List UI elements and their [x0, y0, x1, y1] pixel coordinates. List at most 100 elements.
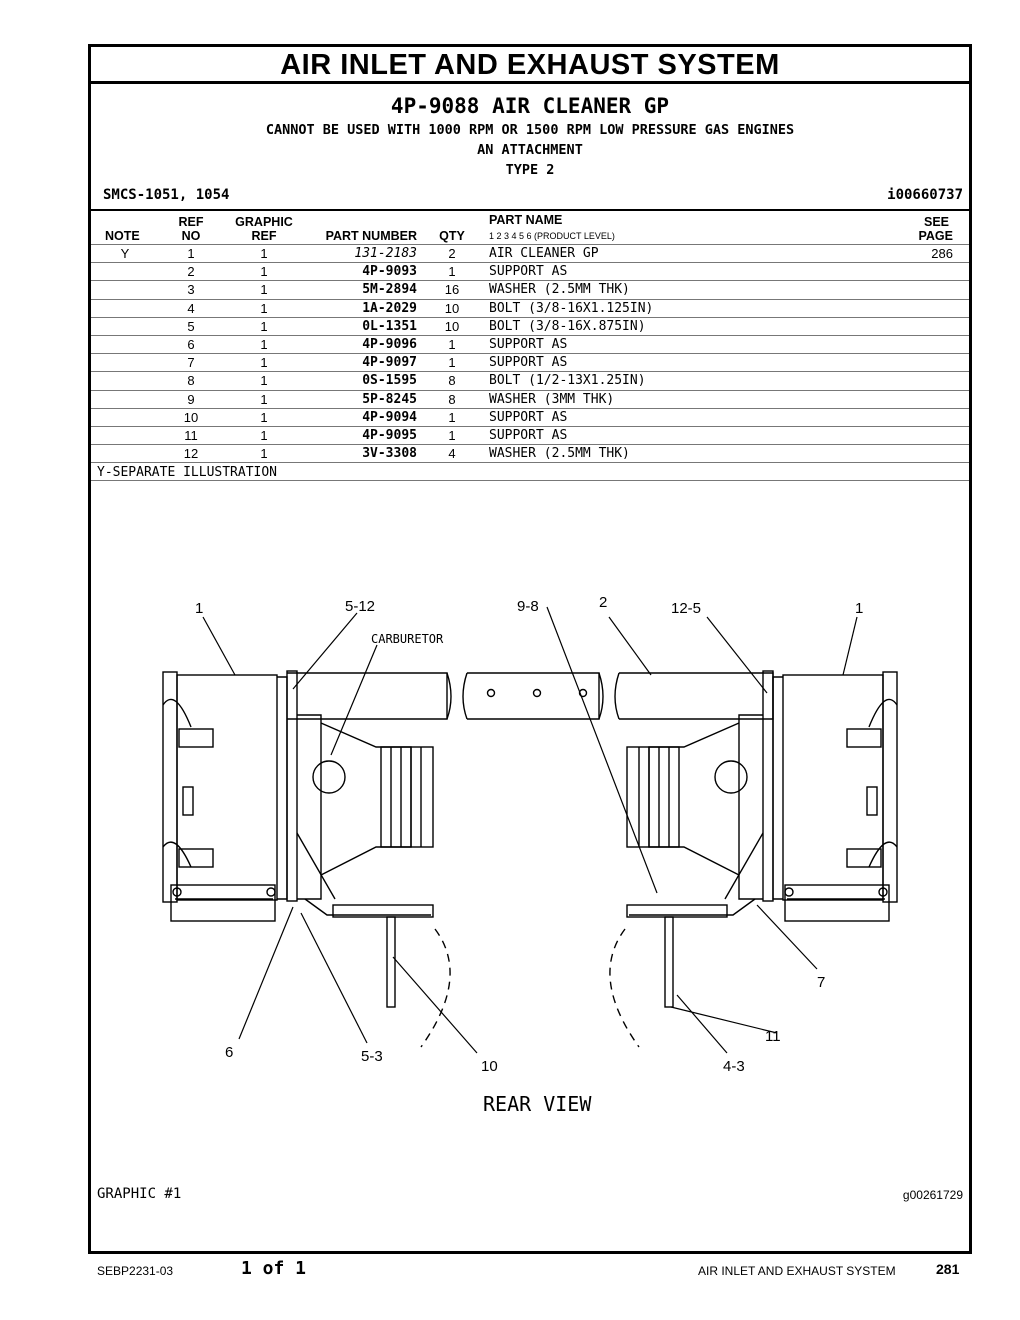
- cell-graphic-ref: 1: [260, 318, 268, 334]
- table-footnote: Y-SEPARATE ILLUSTRATION: [91, 462, 969, 482]
- callout-7: 7: [817, 974, 825, 991]
- cell-graphic-ref: 1: [260, 355, 268, 371]
- cell-part-name: SUPPORT AS: [489, 336, 568, 352]
- cell-graphic-ref: 1: [260, 246, 268, 261]
- callout-carburetor: CARBURETOR: [371, 632, 444, 646]
- cell-part-number: 4P-9095: [362, 427, 417, 443]
- header-divider: [91, 209, 969, 211]
- cell-ref: 3: [187, 282, 195, 298]
- footer-doc-number: SEBP2231-03: [97, 1264, 174, 1278]
- callout-9-8: 9-8: [517, 598, 539, 615]
- cell-part-number: 1A-2029: [362, 300, 417, 316]
- cell-note: Y: [120, 246, 130, 261]
- cell-graphic-ref: 1: [260, 373, 268, 389]
- header-product-level: 1 2 3 4 5 6 (PRODUCT LEVEL): [489, 231, 615, 241]
- cell-part-name: AIR CLEANER GP: [489, 246, 599, 261]
- header-ref-top: REF: [178, 215, 204, 229]
- table-row: 11 1 4P-9095 1 SUPPORT AS: [91, 425, 969, 444]
- cell-part-number[interactable]: 131-2183: [354, 246, 417, 261]
- cell-qty: 10: [444, 300, 460, 316]
- cell-qty: 1: [448, 427, 456, 443]
- cell-see-page[interactable]: 286: [931, 246, 953, 261]
- table-row: 4 1 1A-2029 10 BOLT (3/8-16X1.125IN): [91, 298, 969, 317]
- cell-graphic-ref: 1: [260, 282, 268, 298]
- cell-part-name: SUPPORT AS: [489, 355, 568, 371]
- cell-ref: 4: [187, 300, 195, 316]
- cell-part-number: 4P-9093: [362, 264, 417, 280]
- cell-qty: 1: [448, 355, 456, 371]
- cell-part-name: WASHER (2.5MM THK): [489, 446, 630, 462]
- group-title: 4P-9088 AIR CLEANER GP: [390, 94, 670, 118]
- parts-table: Y 1 1 131-2183 2 AIR CLEANER GP 286 2 1 …: [91, 244, 969, 482]
- callout-2: 2: [599, 594, 607, 611]
- type-note: TYPE 2: [505, 162, 555, 178]
- cell-qty: 2: [448, 246, 456, 261]
- top-beam: [287, 672, 774, 720]
- cell-part-name: BOLT (3/8-16X.875IN): [489, 318, 646, 334]
- table-row: 7 1 4P-9097 1 SUPPORT AS: [91, 353, 969, 371]
- attachment-note: AN ATTACHMENT: [477, 142, 583, 158]
- cell-part-name: BOLT (3/8-16X1.125IN): [489, 300, 654, 316]
- cell-qty: 1: [448, 264, 456, 280]
- callout-1-left: 1: [195, 600, 203, 617]
- table-row: 12 1 3V-3308 4 WASHER (2.5MM THK): [91, 444, 969, 462]
- callout-5-12: 5-12: [345, 598, 375, 615]
- table-row: 3 1 5M-2894 16 WASHER (2.5MM THK): [91, 280, 969, 298]
- table-row: 8 1 0S-1595 8 BOLT (1/2-13X1.25IN): [91, 371, 969, 389]
- callout-10: 10: [481, 1058, 498, 1075]
- cell-qty: 10: [444, 318, 460, 334]
- callout-5-3: 5-3: [361, 1048, 383, 1065]
- header-part-number: PART NUMBER: [325, 229, 417, 243]
- cell-qty: 4: [448, 446, 456, 462]
- cell-part-number: 3V-3308: [362, 446, 417, 462]
- separate-illustration-note: Y-SEPARATE ILLUSTRATION: [97, 465, 278, 481]
- table-row: 9 1 5P-8245 8 WASHER (3MM THK): [91, 389, 969, 408]
- header-part-name: PART NAME: [489, 213, 563, 227]
- callout-12-5: 12-5: [671, 600, 701, 617]
- callout-6: 6: [225, 1044, 233, 1061]
- left-support: [286, 670, 451, 1048]
- footer-section: AIR INLET AND EXHAUST SYSTEM: [698, 1264, 896, 1278]
- cell-ref: 2: [187, 264, 195, 280]
- cell-part-number: 5P-8245: [362, 391, 417, 407]
- right-support: [609, 670, 774, 1048]
- page-frame: AIR INLET AND EXHAUST SYSTEM 4P-9088 AIR…: [88, 44, 972, 1254]
- assembly-illustration: 1 5-12 CARBURETOR 9-8 2 12-5 1 6 5-3 10 …: [162, 594, 898, 1116]
- callout-11: 11: [765, 1028, 781, 1045]
- callout-4-3: 4-3: [723, 1058, 745, 1075]
- smcs-code: SMCS-1051, 1054: [103, 187, 230, 203]
- cell-graphic-ref: 1: [260, 391, 268, 407]
- cell-part-name: SUPPORT AS: [489, 264, 568, 280]
- cell-graphic-ref: 1: [260, 264, 268, 280]
- cell-ref: 12: [183, 446, 199, 462]
- table-row: 5 1 0L-1351 10 BOLT (3/8-16X.875IN): [91, 316, 969, 335]
- cell-ref: 7: [187, 355, 195, 371]
- table-row: 6 1 4P-9096 1 SUPPORT AS: [91, 334, 969, 353]
- table-row: 10 1 4P-9094 1 SUPPORT AS: [91, 407, 969, 426]
- cell-graphic-ref: 1: [260, 427, 268, 443]
- cell-graphic-ref: 1: [260, 446, 268, 462]
- cell-part-name: WASHER (3MM THK): [489, 391, 615, 407]
- graphic-label: GRAPHIC #1: [97, 1186, 182, 1202]
- restriction-note: CANNOT BE USED WITH 1000 RPM OR 1500 RPM…: [265, 122, 795, 138]
- cell-part-name: SUPPORT AS: [489, 427, 568, 443]
- cell-ref: 9: [187, 391, 195, 407]
- callout-1-right: 1: [855, 600, 863, 617]
- header-ref-bottom: NO: [181, 229, 201, 243]
- cell-qty: 1: [448, 409, 456, 425]
- cell-part-name: SUPPORT AS: [489, 409, 568, 425]
- cell-qty: 8: [448, 373, 456, 389]
- footer-page-of: 1 of 1: [241, 1258, 307, 1279]
- header-see-top: SEE: [923, 215, 949, 229]
- right-air-cleaner: [772, 671, 898, 922]
- cell-part-number: 4P-9097: [362, 355, 417, 371]
- view-label: REAR VIEW: [483, 1092, 592, 1116]
- cell-ref: 6: [187, 336, 195, 352]
- cell-graphic-ref: 1: [260, 409, 268, 425]
- header-graphic-top: GRAPHIC: [235, 215, 293, 229]
- graphic-id: g00261729: [902, 1188, 963, 1202]
- cell-part-number: 4P-9094: [362, 409, 417, 425]
- cell-part-number: 0L-1351: [362, 318, 417, 334]
- system-title: AIR INLET AND EXHAUST SYSTEM: [91, 47, 969, 84]
- header-qty: QTY: [439, 229, 465, 243]
